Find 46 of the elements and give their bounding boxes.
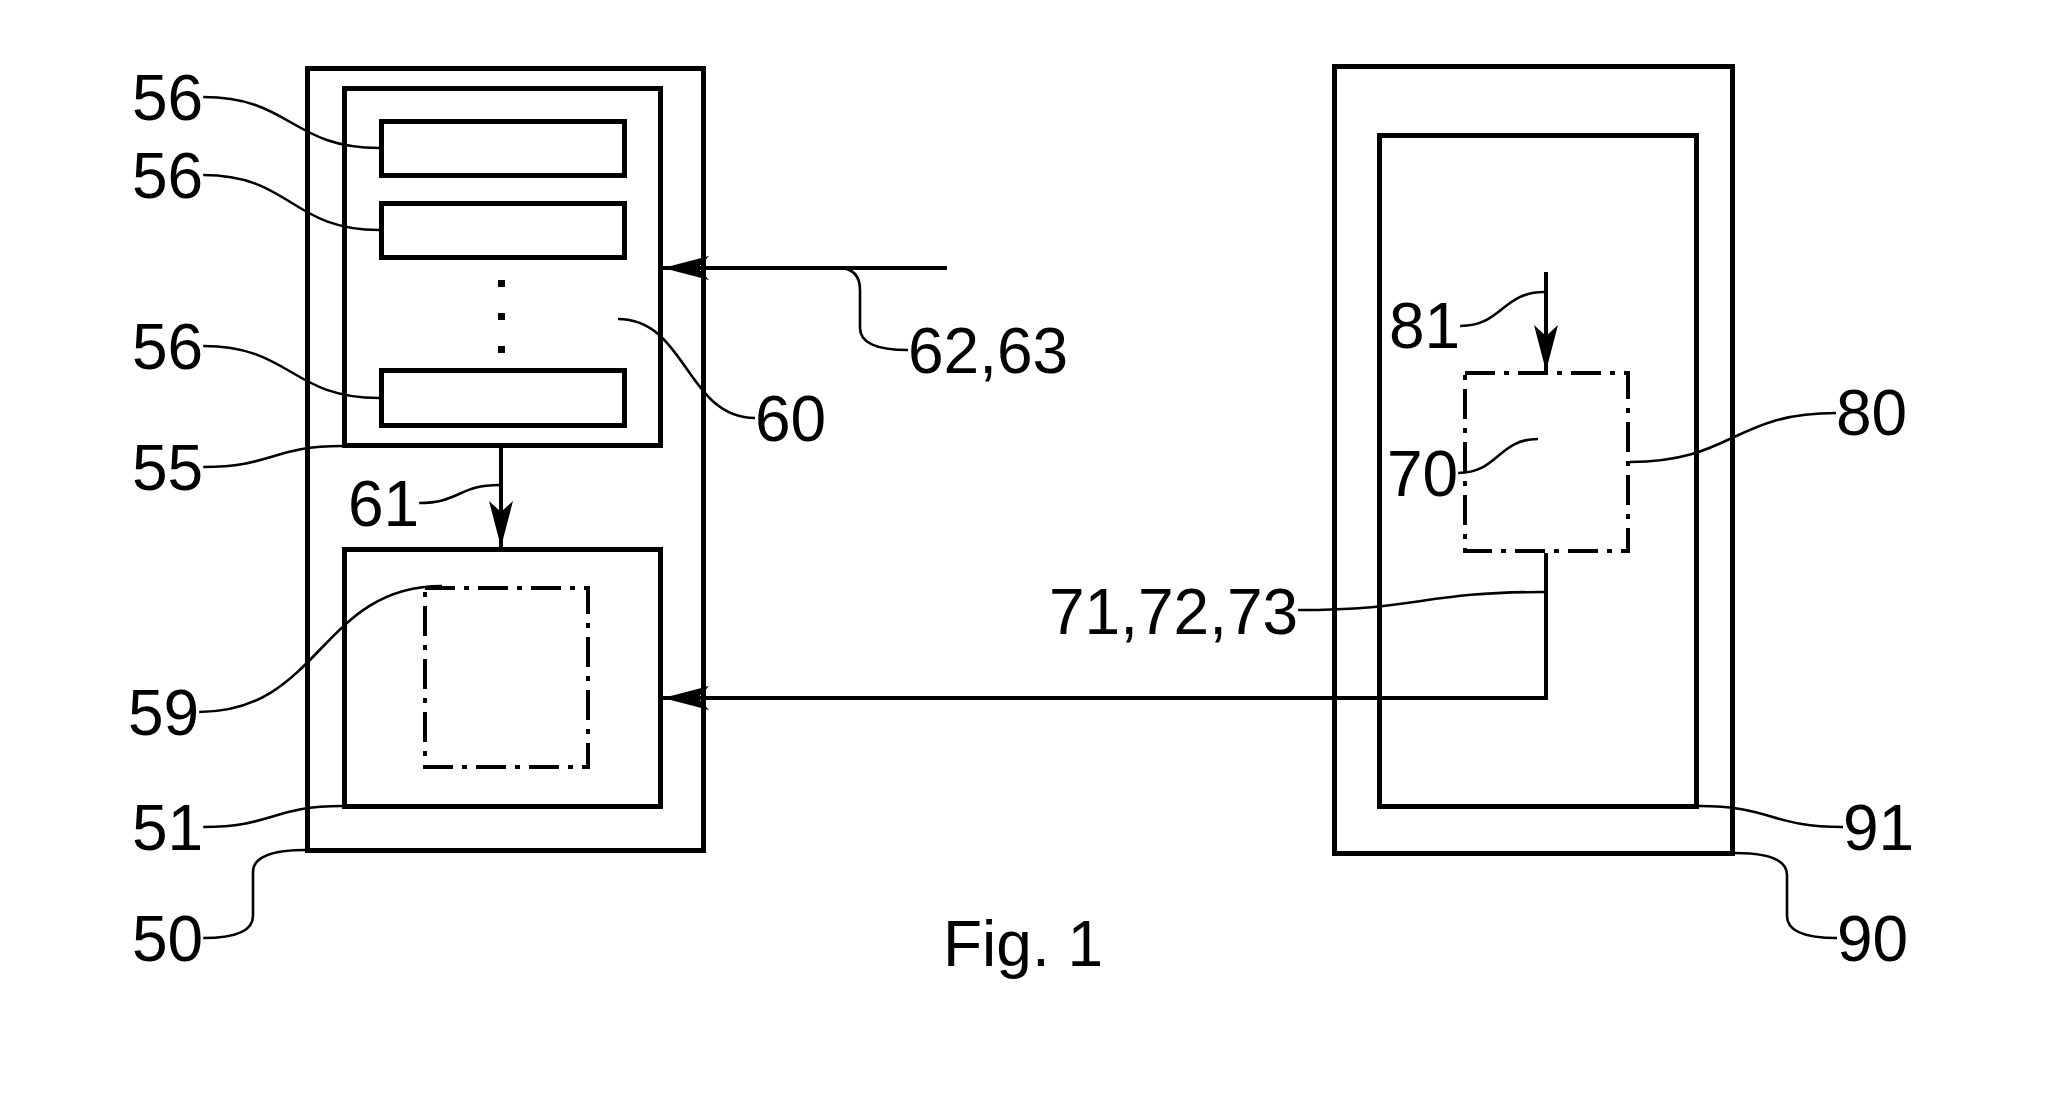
reference-numeral: 51 (132, 796, 204, 860)
reference-numeral: 59 (128, 681, 200, 745)
leader-line (837, 266, 909, 352)
leader-line (1458, 437, 1539, 475)
leader-line (1298, 590, 1544, 612)
leader-line (203, 173, 380, 232)
leader-line (1698, 804, 1844, 829)
arrow (1534, 272, 1558, 371)
reference-numeral: 80 (1836, 381, 1908, 445)
slot-rectangle (379, 201, 627, 260)
reference-numeral: 56 (132, 315, 204, 379)
reference-numeral: 56 (132, 66, 204, 130)
leader-line (419, 483, 500, 505)
reference-numeral: 81 (1389, 294, 1461, 358)
leader-line (203, 848, 306, 940)
leader-line (203, 344, 380, 400)
arrow (663, 553, 1548, 710)
leader-line (203, 804, 343, 829)
reference-numeral: 50 (132, 907, 204, 971)
leader-line (1734, 851, 1838, 940)
reference-numeral: 71,72,73 (1049, 580, 1299, 644)
arrow (663, 256, 947, 280)
leader-line (199, 584, 443, 714)
leader-line (617, 317, 756, 420)
reference-numeral: 60 (755, 387, 827, 451)
reference-numeral: 90 (1837, 907, 1909, 971)
inner-frame (342, 86, 663, 448)
reference-numeral: 61 (348, 472, 420, 536)
slot-rectangle (379, 368, 627, 428)
dash-dot-frame (1463, 371, 1630, 553)
leader-line (203, 444, 343, 469)
reference-numeral: 62,63 (908, 319, 1069, 383)
outer-frame (1332, 64, 1735, 856)
inner-frame (1377, 133, 1699, 809)
reference-numeral: 55 (132, 436, 204, 500)
leader-line (1629, 411, 1837, 464)
slot-rectangle (379, 119, 627, 178)
inner-frame (342, 547, 663, 809)
reference-numeral: 91 (1843, 796, 1915, 860)
leader-line (203, 95, 380, 150)
leader-line (1460, 290, 1545, 328)
dash-dot-frame (423, 586, 590, 769)
reference-numeral: 70 (1387, 442, 1459, 506)
arrow (489, 448, 513, 547)
outer-frame (305, 66, 706, 853)
reference-numeral: 56 (132, 144, 204, 208)
